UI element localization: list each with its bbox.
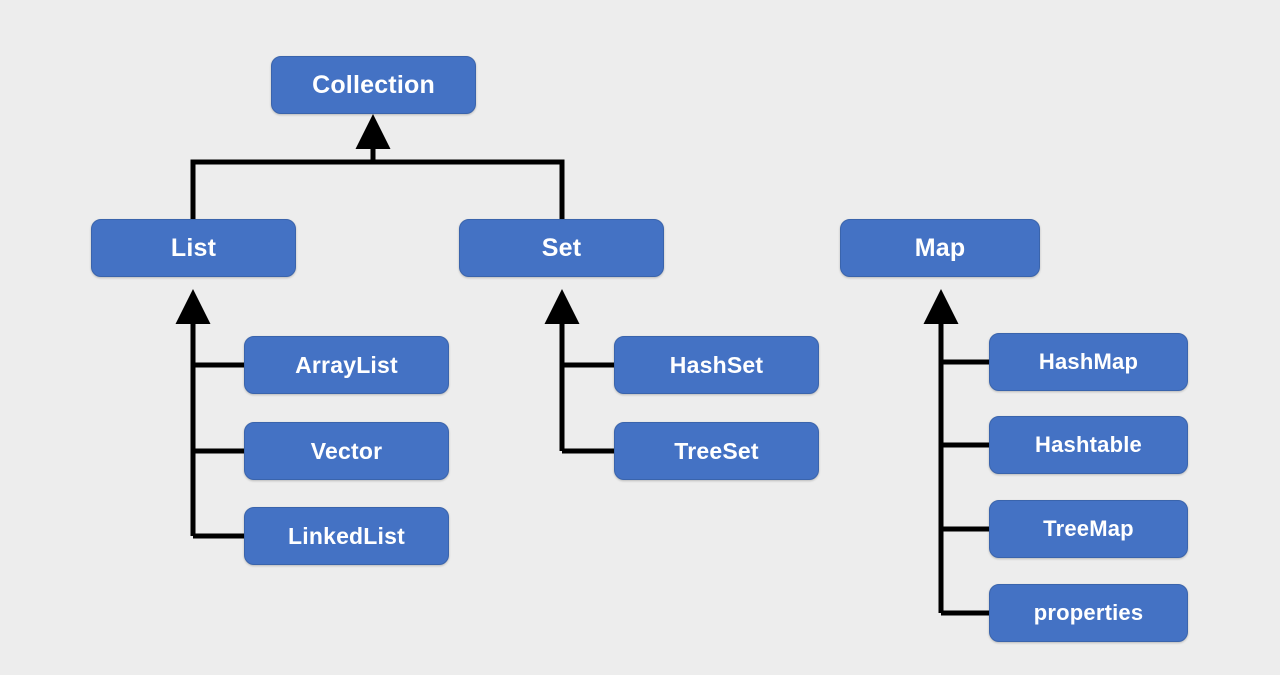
edge-group-list [175, 288, 244, 539]
node-hashmap[interactable]: HashMap [989, 333, 1188, 391]
node-treeset[interactable]: TreeSet [614, 422, 819, 480]
edge-group-set [544, 288, 614, 454]
node-hashtable-label: Hashtable [1035, 432, 1142, 457]
node-linkedlist-label: LinkedList [287, 522, 405, 549]
node-properties[interactable]: properties [989, 584, 1188, 642]
node-collection[interactable]: Collection [271, 56, 476, 114]
edge-group-collection [190, 113, 565, 219]
node-treemap[interactable]: TreeMap [989, 500, 1188, 558]
node-hashmap-label: HashMap [1038, 349, 1139, 374]
node-map[interactable]: Map [840, 219, 1040, 277]
node-properties-label: properties [1033, 600, 1144, 625]
node-treemap-label: TreeMap [1043, 516, 1134, 541]
node-vector[interactable]: Vector [244, 422, 449, 480]
node-treeset-label: TreeSet [674, 437, 759, 464]
node-map-label: Map [914, 233, 966, 262]
node-list-label: List [170, 233, 217, 262]
node-hashset[interactable]: HashSet [614, 336, 819, 394]
edge-list-set-bus [190, 159, 565, 219]
node-collection-label: Collection [312, 70, 435, 99]
edge-group-map [923, 288, 989, 616]
node-vector-label: Vector [310, 437, 383, 464]
node-hashtable[interactable]: Hashtable [989, 416, 1188, 474]
node-arraylist-label: ArrayList [295, 351, 398, 378]
node-linkedlist[interactable]: LinkedList [244, 507, 449, 565]
node-hashset-label: HashSet [669, 351, 764, 378]
node-arraylist[interactable]: ArrayList [244, 336, 449, 394]
node-list[interactable]: List [91, 219, 296, 277]
node-set-label: Set [541, 233, 582, 262]
node-set[interactable]: Set [459, 219, 664, 277]
